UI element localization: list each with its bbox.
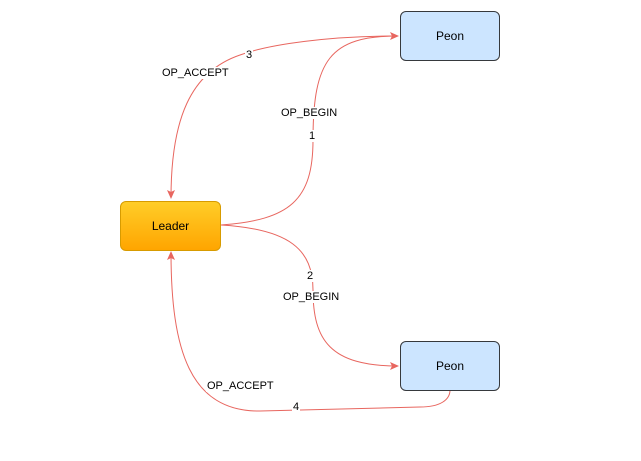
- leader-node: Leader: [120, 201, 221, 251]
- edge-4-op-accept: [167, 251, 451, 412]
- leader-label: Leader: [151, 219, 190, 233]
- peon-node-top: Peon: [400, 11, 500, 61]
- peon-node-bottom: Peon: [400, 341, 500, 391]
- edge-4-message-label: OP_ACCEPT: [206, 380, 275, 392]
- edge-3-message-label: OP_ACCEPT: [161, 67, 230, 79]
- edge-1-message-label: OP_BEGIN: [280, 107, 339, 119]
- edge-3-op-accept: [167, 35, 399, 199]
- edge-2-step-label: 2: [306, 270, 315, 282]
- edge-4-step-label: 4: [292, 401, 301, 413]
- peon-top-label: Peon: [435, 29, 465, 43]
- edge-3-step-label: 3: [245, 49, 254, 61]
- peon-bottom-label: Peon: [435, 359, 465, 373]
- edge-2-op-begin: [220, 224, 399, 370]
- edge-1-step-label: 1: [308, 130, 317, 142]
- edge-2-message-label: OP_BEGIN: [282, 291, 341, 303]
